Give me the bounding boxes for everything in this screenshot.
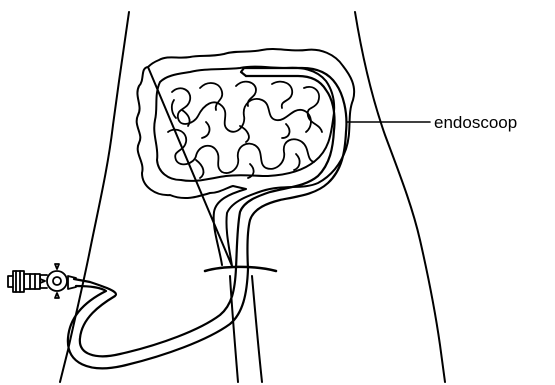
endoscope-label: endoscoop: [434, 113, 517, 133]
endoscope-control-head: [8, 264, 76, 298]
external-tube: [68, 268, 248, 368]
small-intestine: [168, 82, 322, 178]
